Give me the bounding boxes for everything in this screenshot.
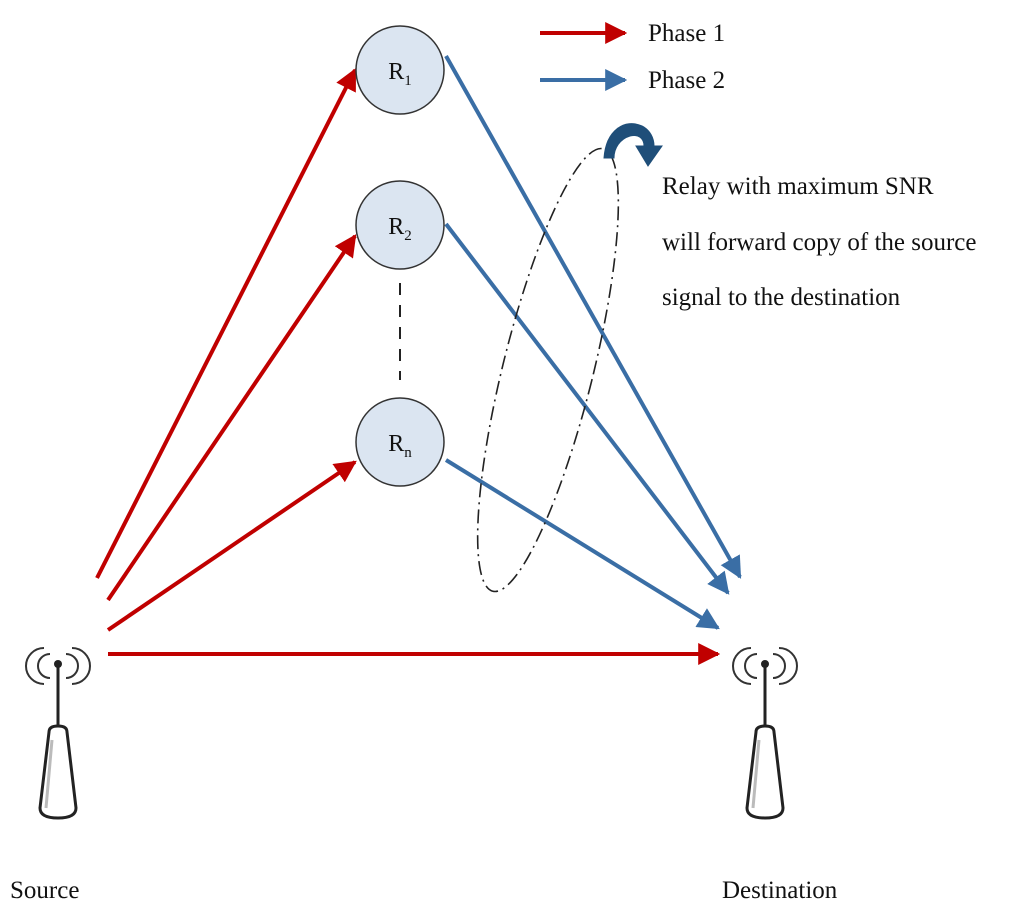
svg-text:R2: R2 <box>388 214 412 244</box>
legend: Phase 1 Phase 2 <box>540 20 725 94</box>
phase2-link-r2 <box>444 222 730 595</box>
selection-annotation: Relay with maximum SNR will forward copy… <box>662 173 976 311</box>
relay-r1-letter: R <box>388 59 404 85</box>
annotation-line-1: Relay with maximum SNR <box>662 173 934 200</box>
phase1-link-r1 <box>95 68 357 579</box>
destination-antenna-icon <box>732 647 798 820</box>
relay-selection-ellipse <box>476 147 620 593</box>
curved-arrow-icon <box>603 123 663 167</box>
legend-phase1-label: Phase 1 <box>648 20 725 47</box>
phase1-link-rn <box>106 460 357 632</box>
relay-rn-subscript: n <box>404 445 412 461</box>
phase1-links <box>95 68 721 665</box>
annotation-line-3: signal to the destination <box>662 284 901 311</box>
annotation-line-2: will forward copy of the source <box>662 229 976 256</box>
relay-r2-subscript: 2 <box>404 228 412 244</box>
destination-label: Destination <box>722 877 838 904</box>
relay-r1-subscript: 1 <box>404 73 412 89</box>
phase2-links <box>444 55 742 630</box>
relay-rn-letter: R <box>388 431 404 457</box>
source-antenna-icon <box>25 647 91 820</box>
legend-phase2-label: Phase 2 <box>648 67 725 94</box>
svg-text:Rn: Rn <box>388 431 412 461</box>
source-label: Source <box>10 877 79 904</box>
relay-node-r1: R1 <box>355 25 445 115</box>
relay-node-r2: R2 <box>355 180 445 270</box>
relay-r2-letter: R <box>388 214 404 240</box>
phase2-link-r1 <box>444 55 742 579</box>
relay-node-rn: Rn <box>355 397 445 487</box>
phase1-link-r2 <box>106 234 357 602</box>
svg-text:R1: R1 <box>388 59 412 89</box>
phase2-link-rn <box>444 458 720 630</box>
